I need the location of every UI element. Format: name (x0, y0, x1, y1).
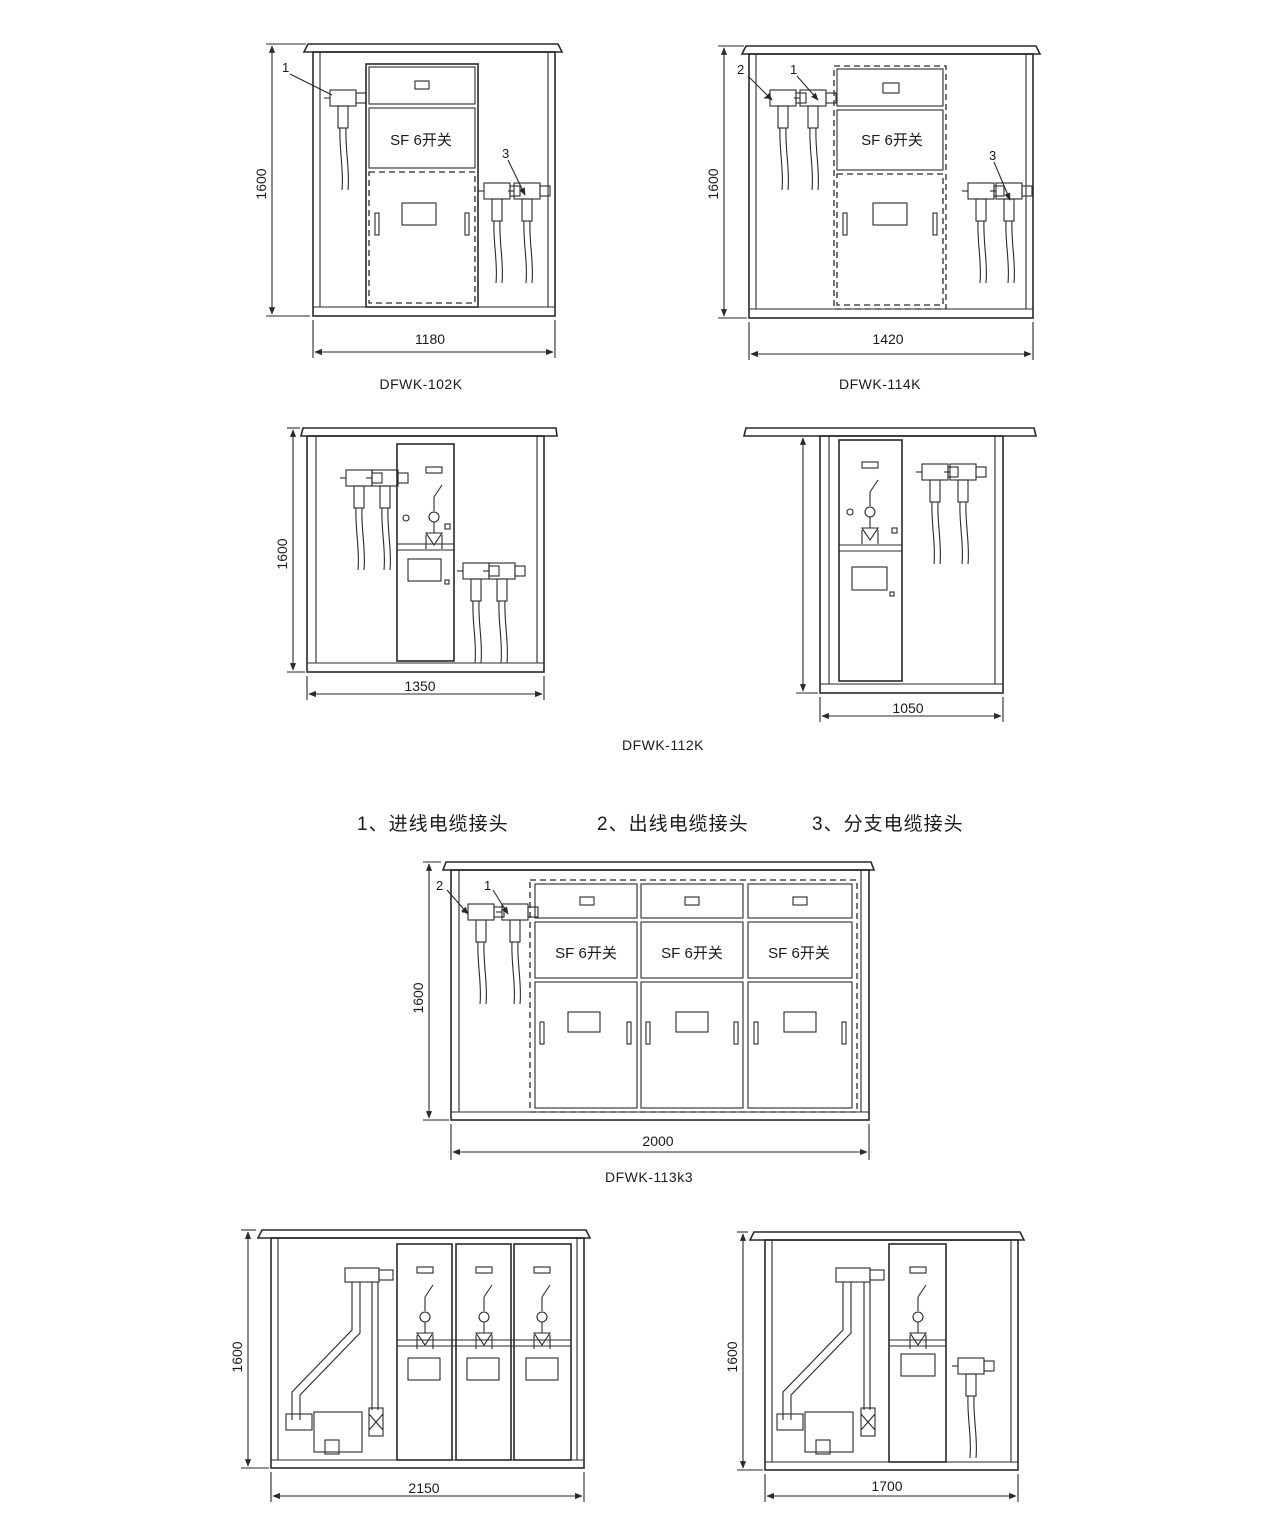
legend-item-2: 2、出线电缆接头 (597, 813, 749, 835)
diagram-dfwk-102k: SF 6开关 1 3 1600 1180 DFWK-102K (253, 43, 564, 392)
cell-label: SF 6开关 (390, 132, 452, 149)
diagram-dfwk-112k-front: 1600 1350 (274, 427, 558, 700)
width-dimension: 2000 (642, 1133, 673, 1149)
cell-label: SF 6开关 (861, 132, 923, 149)
height-dimension: 1600 (274, 538, 290, 569)
legend: 1、进线电缆接头 2、出线电缆接头 3、分支电缆接头 (357, 813, 964, 835)
width-dimension: 1420 (872, 331, 903, 347)
callout-1: 1 (790, 62, 797, 77)
width-dimension: 1350 (404, 678, 435, 694)
callout-1: 1 (484, 878, 491, 893)
diagram-dfwk-114k: SF 6开关 2 1 3 1600 1420 DFWK-114K (705, 45, 1042, 392)
callout-2: 2 (436, 878, 443, 893)
legend-item-3: 3、分支电缆接头 (812, 813, 964, 835)
width-dimension: 1180 (415, 331, 445, 347)
diagram-dfwk-113k3: SF 6开关 SF 6开关 SF 6开关 (410, 861, 876, 1185)
height-dimension: 1600 (410, 982, 426, 1013)
callout-3: 3 (989, 148, 996, 163)
cell-label: SF 6开关 (768, 945, 830, 962)
callout-3: 3 (502, 146, 509, 161)
callout-1: 1 (282, 60, 289, 75)
diagram-bottom-right: 1600 1700 (724, 1231, 1026, 1502)
model-caption: DFWK-114K (839, 376, 921, 392)
legend-item-1: 1、进线电缆接头 (357, 813, 509, 835)
cell-label: SF 6开关 (661, 945, 723, 962)
diagram-bottom-left: 1600 2150 (229, 1229, 592, 1502)
height-dimension: 1600 (705, 168, 721, 199)
diagram-dfwk-112k-side: 1050 (742, 427, 1038, 722)
height-dimension: 1600 (229, 1341, 245, 1372)
model-caption: DFWK-113k3 (605, 1169, 693, 1185)
height-dimension: 1600 (724, 1341, 740, 1372)
model-caption: DFWK-112K (622, 737, 704, 753)
width-dimension: 1700 (871, 1478, 902, 1494)
callout-2: 2 (737, 62, 744, 77)
width-dimension: 1050 (892, 700, 923, 716)
width-dimension: 2150 (408, 1480, 439, 1496)
model-caption: DFWK-102K (379, 376, 462, 392)
height-dimension: 1600 (253, 168, 269, 199)
cell-label: SF 6开关 (555, 945, 617, 962)
